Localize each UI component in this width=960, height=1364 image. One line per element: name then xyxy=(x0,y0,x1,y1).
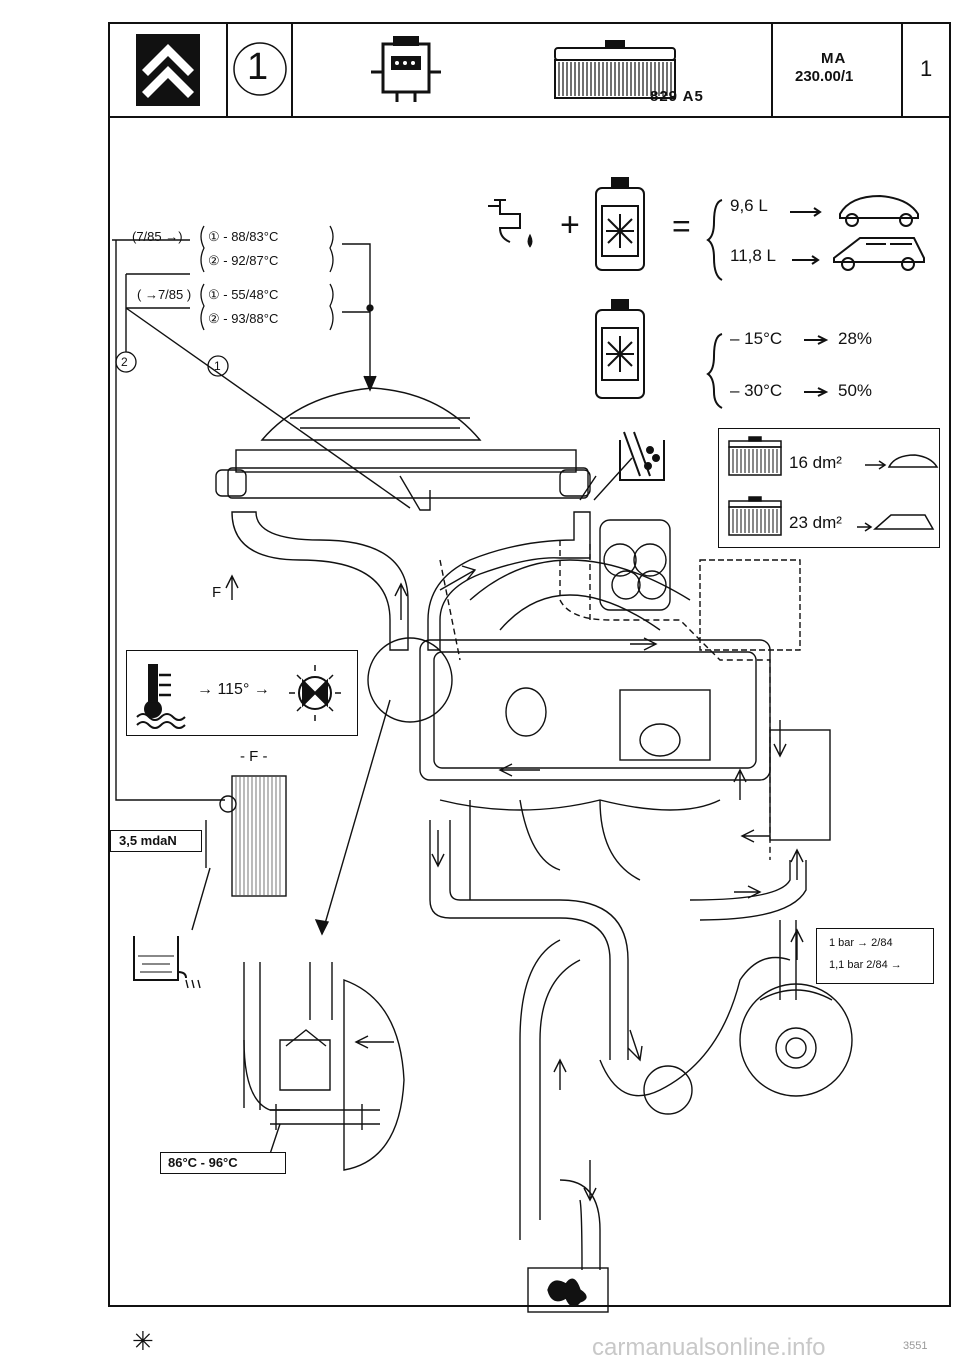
radiator-area-icons xyxy=(728,436,939,536)
manual-code-line1: MA xyxy=(821,50,847,67)
area-estate: 23 dm² xyxy=(789,513,842,532)
water-tap-icon xyxy=(488,205,521,243)
manual-code-cell: MA 230.00/1 xyxy=(773,22,903,116)
marker-1: 1 xyxy=(214,359,221,373)
antifreeze-temp-2: – 30°C xyxy=(730,381,783,400)
capacity-hatchback: 9,6 L xyxy=(730,196,768,215)
torque-value: 3,5 mdaN xyxy=(119,833,177,848)
detail-label-f: - F - xyxy=(240,748,268,765)
torque-box: 3,5 mdaN xyxy=(110,830,202,852)
page-number-cell: 1 xyxy=(903,22,951,116)
temperature-test-icon xyxy=(619,431,665,481)
antifreeze-temp-1: – 15°C xyxy=(730,329,783,348)
thermo-a2: ② - 92/87°C xyxy=(208,253,279,268)
flow-label-f: F xyxy=(212,584,222,601)
manual-code-line2: 230.00/1 xyxy=(795,68,854,85)
equals-sign: = xyxy=(672,208,691,244)
thermo-date-before: ( →7/85 ) xyxy=(137,287,192,302)
thermo-date-from: (7/85 →) xyxy=(132,229,183,244)
page-frame xyxy=(108,22,951,1307)
marker-2: 2 xyxy=(121,355,128,369)
doc-number: 3551 xyxy=(903,1340,928,1352)
drain-container-icon xyxy=(133,936,201,989)
thermostat-range: 86°C - 96°C xyxy=(168,1155,238,1170)
engine-radiator-icons xyxy=(371,36,676,102)
citroen-logo xyxy=(136,34,200,106)
antifreeze-pct-2: 50% xyxy=(838,381,873,400)
pressure-cap-box: 1 bar → 2/84 1,1 bar 2/84 → xyxy=(816,928,934,984)
radiator-icon xyxy=(554,40,676,99)
antifreeze-pct-1: 28% xyxy=(838,329,873,348)
brand-cell xyxy=(108,22,228,116)
leader-sensor-2 xyxy=(115,240,225,801)
title-cell: 829 A5 xyxy=(293,22,773,116)
leader-top xyxy=(342,243,371,386)
arrow-icon xyxy=(790,207,822,217)
hatchback-car-icon xyxy=(839,194,919,219)
alarm-text: → 115° → xyxy=(197,681,270,698)
capacity-estate: 11,8 L xyxy=(730,246,777,265)
antifreeze-bottle-icon xyxy=(611,177,629,189)
plus-sign: + xyxy=(560,206,580,244)
leader-sensor-1 xyxy=(125,307,411,509)
alarm-box: → 115° → xyxy=(126,650,358,736)
warning-lamp-icon xyxy=(298,676,332,710)
coolant-mix-icons xyxy=(488,177,925,409)
section-number: 1 xyxy=(247,46,269,88)
alarm-icons xyxy=(136,664,341,729)
thermo-b1: ① - 55/48°C xyxy=(208,287,279,302)
page-number: 1 xyxy=(920,56,933,81)
watermark: carmanualsonline.info xyxy=(592,1334,826,1361)
thermo-a1: ① - 88/83°C xyxy=(208,229,279,244)
page-header: 1 829 A5 MA 230.00/1 1 xyxy=(108,22,951,118)
engine-code: 829 A5 xyxy=(650,88,704,105)
engine-icon xyxy=(371,36,441,102)
pressure-line-2: 1,1 bar 2/84 → xyxy=(829,959,902,971)
pressure-line-1: 1 bar → 2/84 xyxy=(829,937,893,949)
thermostat-box: 86°C - 96°C xyxy=(160,1152,286,1174)
antifreeze-bottle-icon-2 xyxy=(611,299,629,311)
estate-car-icon xyxy=(833,237,925,263)
thermo-b2: ② - 93/88°C xyxy=(208,311,279,326)
area-hatchback: 16 dm² xyxy=(789,453,842,472)
radiator-area-box: 16 dm² 23 dm² xyxy=(718,428,940,548)
footer-asterisk: ✳ xyxy=(132,1326,154,1356)
section-cell: 1 xyxy=(228,22,293,116)
